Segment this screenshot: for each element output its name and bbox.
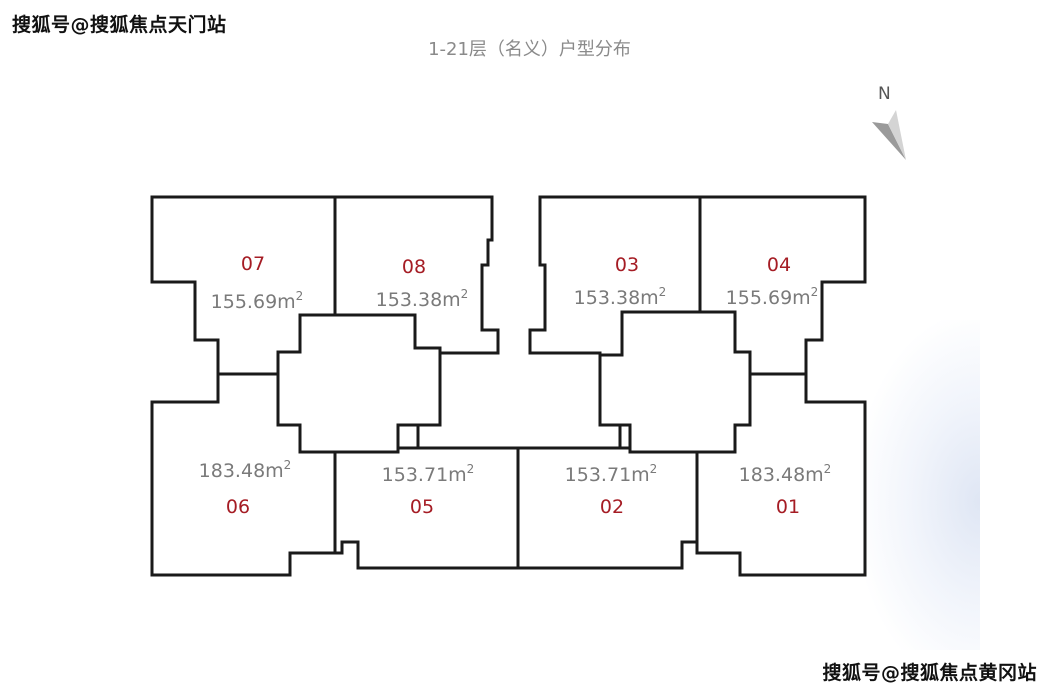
unit-number: 08 (402, 256, 426, 278)
unit-07[interactable]: 07 155.69m2 (211, 253, 304, 313)
unit-area: 153.38m2 (376, 287, 469, 311)
unit-06[interactable]: 183.48m2 06 (199, 458, 292, 518)
unit-03[interactable]: 03 153.38m2 (574, 254, 667, 309)
right-wing-outline (516, 195, 867, 577)
right-core (598, 310, 752, 454)
unit-area: 155.69m2 (726, 285, 819, 309)
unit-number: 06 (226, 496, 250, 518)
unit-area: 183.48m2 (739, 462, 832, 486)
unit-area: 153.71m2 (565, 462, 658, 486)
diagram-title: 1-21层（名义）户型分布 (428, 39, 631, 60)
watermark-bottom: 搜狐号@搜狐焦点黄冈站 (822, 662, 1037, 684)
unit-number: 05 (410, 496, 434, 518)
watermark-top: 搜狐号@搜狐焦点天门站 (12, 14, 227, 36)
unit-number: 02 (600, 496, 624, 518)
north-arrow-icon (872, 110, 906, 160)
unit-area: 155.69m2 (211, 289, 304, 313)
unit-number: 01 (776, 496, 800, 518)
unit-04[interactable]: 04 155.69m2 (726, 254, 819, 309)
unit-number: 07 (241, 253, 265, 275)
unit-area: 153.71m2 (382, 462, 475, 486)
left-core (276, 313, 442, 454)
unit-number: 03 (615, 254, 639, 276)
unit-02[interactable]: 153.71m2 02 (565, 462, 658, 518)
compass-label: N (878, 84, 891, 104)
unit-number: 04 (767, 254, 791, 276)
unit-01[interactable]: 183.48m2 01 (739, 462, 832, 518)
unit-05[interactable]: 153.71m2 05 (382, 462, 475, 518)
unit-08[interactable]: 08 153.38m2 (376, 256, 469, 311)
unit-area: 153.38m2 (574, 285, 667, 309)
unit-area: 183.48m2 (199, 458, 292, 482)
